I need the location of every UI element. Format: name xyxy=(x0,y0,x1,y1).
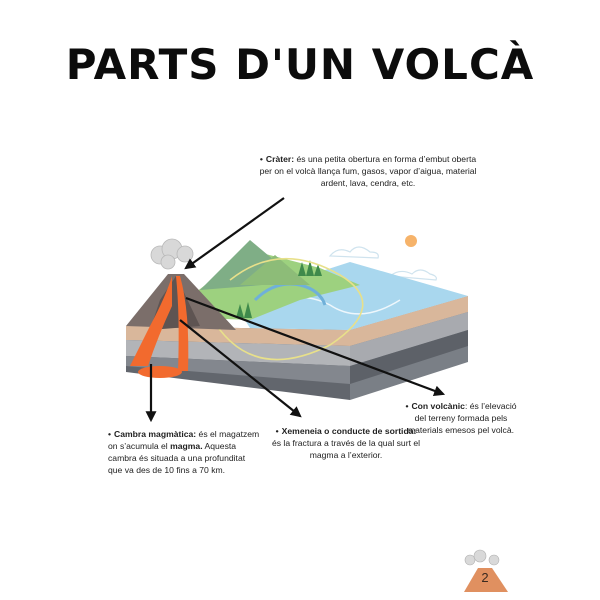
con-note: •Con volcànic: és l’elevació del terreny… xyxy=(401,400,521,436)
bullet: • xyxy=(259,154,263,164)
sun-icon xyxy=(405,235,417,247)
lava-flow xyxy=(130,276,172,366)
conduit xyxy=(176,276,189,371)
crater-text: és una petita obertura en forma d’embut … xyxy=(259,154,477,188)
magma-term: magma. xyxy=(170,441,203,451)
crater-term: Cràter: xyxy=(265,154,295,164)
xemeneia-note: •Xemeneia o conducte de sortida: és la f… xyxy=(270,425,422,461)
magma-chamber xyxy=(138,366,182,378)
con-term: Con volcànic xyxy=(411,401,465,411)
xemeneia-term: Xemeneia o conducte de sortida: xyxy=(281,426,417,436)
crater-note: •Cràter: és una petita obertura en forma… xyxy=(258,153,478,189)
page-number: 2 xyxy=(481,570,489,585)
bullet: • xyxy=(275,426,279,436)
tree-icon xyxy=(236,260,322,318)
con-arrow xyxy=(185,296,446,397)
bullet: • xyxy=(405,401,409,411)
crater-arrow xyxy=(184,197,285,270)
cambra-text: és el magatzem on s’acumula el xyxy=(108,429,260,451)
smoke-icon xyxy=(150,238,194,270)
xemeneia-arrow xyxy=(179,319,302,418)
con-text: : és l’elevació del terreny formada pels… xyxy=(407,401,517,435)
xemeneia-text: és la fractura a través de la qual surt … xyxy=(271,438,421,460)
page-title: PARTS D'UN VOLCÀ xyxy=(65,40,535,89)
cambra-term: Cambra magmàtica: xyxy=(114,429,197,439)
cambra-text-2: Aquesta cambra és situada a una profundi… xyxy=(108,441,246,475)
cloud-icon xyxy=(328,246,437,281)
volcano-page-icon xyxy=(464,549,508,592)
bullet: • xyxy=(108,429,112,439)
sea-surface xyxy=(232,262,468,330)
cambra-note: •Cambra magmàtica: és el magatzem on s’a… xyxy=(108,428,260,476)
